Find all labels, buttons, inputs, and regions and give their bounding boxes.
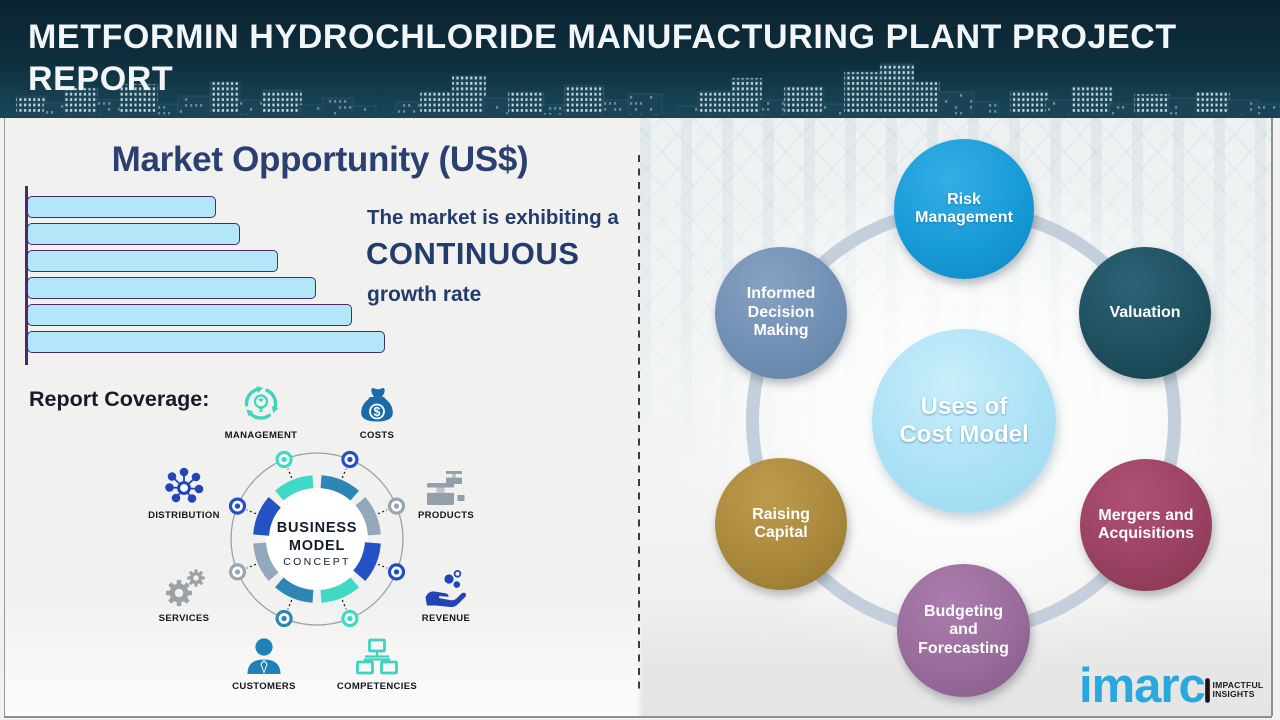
svg-text:$: $: [374, 405, 381, 419]
